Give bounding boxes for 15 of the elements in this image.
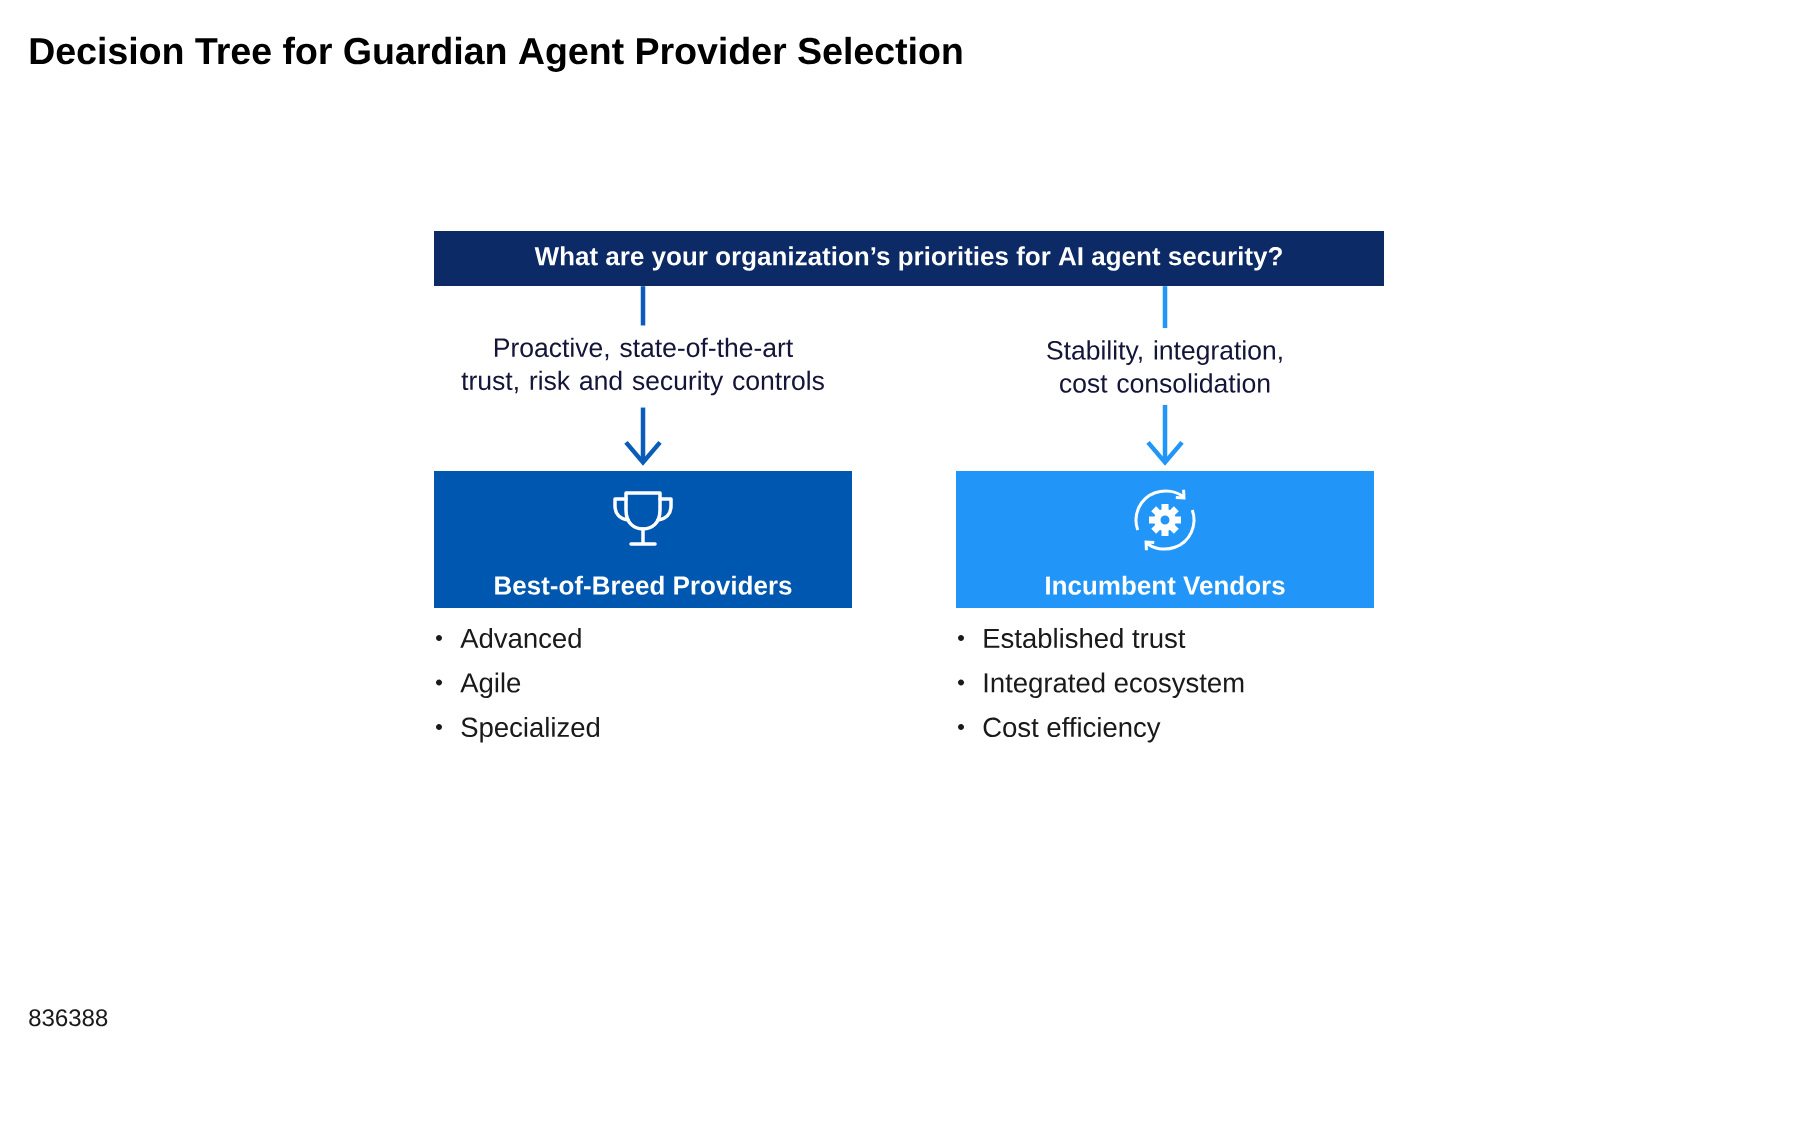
bullet-item: Specialized bbox=[461, 716, 600, 743]
bullet-item: Cost efficiency bbox=[983, 716, 1161, 743]
connector-line bbox=[1162, 286, 1168, 329]
condition-text: Proactive, state-of-the-art trust, risk and security controls bbox=[461, 337, 824, 396]
question-box: What are your organization’s priorities for AI agent security? bbox=[434, 231, 1384, 286]
connector-line bbox=[640, 286, 646, 326]
option-box: Best-of-Breed Providers bbox=[434, 471, 852, 608]
reference-number: 836388 bbox=[29, 1009, 108, 1027]
bullet-item: Advanced bbox=[460, 627, 581, 649]
condition-text: Stability, integration, cost consolidation bbox=[1047, 340, 1282, 393]
bullet-item: Agile bbox=[460, 672, 521, 698]
bullet-item: Established trust bbox=[984, 627, 1186, 649]
bullet-item: Integrated ecosystem bbox=[984, 672, 1244, 698]
title: Decision Tree for Guardian Agent Provider Selection bbox=[30, 36, 962, 72]
option-box: Incumbent Vendors bbox=[956, 471, 1374, 608]
